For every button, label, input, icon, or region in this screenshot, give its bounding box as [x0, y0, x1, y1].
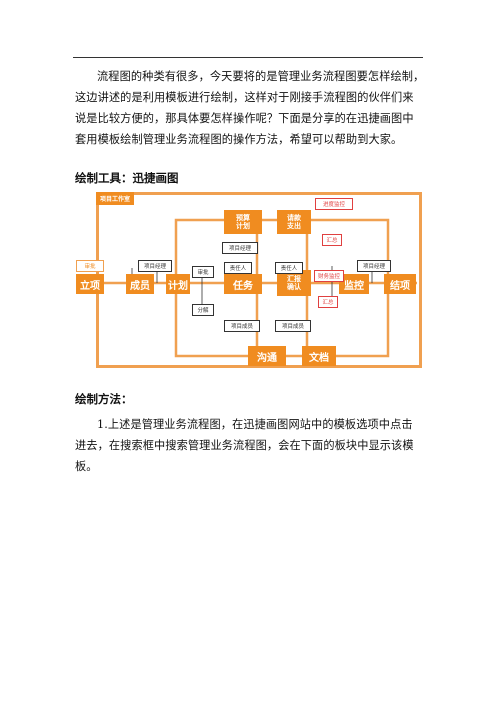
- node-expense: 请款 支出: [277, 210, 311, 234]
- flowchart-image: 项目工作室 立项 成员 计划 任务 汇报 确认 监控 结项 预算 计划 请款 支…: [72, 192, 426, 371]
- tool-heading: 绘制工具：迅捷画图: [75, 171, 179, 185]
- label-approval-2: 审批: [192, 266, 214, 278]
- label-members-2: 项目成员: [275, 320, 311, 332]
- node-start: 立项: [76, 274, 104, 294]
- step1-line-1: 1.上述是管理业务流程图，在迅捷画图网站中的模板选项中点击: [97, 418, 413, 431]
- intro-line-4: 套用模板绘制管理业务流程图的操作方法，希望可以帮助到大家。: [75, 133, 403, 146]
- node-budget: 预算 计划: [224, 210, 262, 234]
- node-report: 汇报 确认: [277, 270, 311, 296]
- frame-tag: 项目工作室: [96, 192, 135, 205]
- step1-line-2: 进去，在搜索框中搜索管理业务流程图，会在下面的板块中显示该模: [75, 439, 414, 452]
- step1-paragraph: 1.上述是管理业务流程图，在迅捷画图网站中的模板选项中点击 进去，在搜索框中搜索…: [75, 414, 425, 477]
- node-plan: 计划: [166, 274, 190, 294]
- header-rule: [73, 57, 423, 58]
- label-split: 分解: [192, 304, 214, 316]
- node-members: 成员: [126, 274, 154, 294]
- node-document: 文档: [302, 346, 336, 366]
- intro-line-2: 这边讲述的是利用模板进行绘制，这样对于刚接手流程图的伙伴们来: [75, 91, 414, 104]
- label-owner-2: 责任人: [275, 262, 303, 274]
- label-members-1: 项目成员: [224, 320, 260, 332]
- label-finance: 财务监控: [314, 270, 344, 282]
- label-owner-1: 责任人: [224, 262, 252, 274]
- label-pm-2: 项目经理: [222, 242, 258, 254]
- label-progress: 进度监控: [315, 198, 353, 210]
- label-pm-1: 项目经理: [138, 260, 172, 272]
- node-task: 任务: [224, 274, 262, 294]
- intro-line-1: 流程图的种类有很多，今天要将的是管理业务流程图要怎样绘制，: [97, 70, 425, 83]
- node-close: 结项: [384, 274, 416, 294]
- label-summary-2: 汇总: [322, 234, 342, 246]
- method-heading: 绘制方法：: [75, 392, 133, 406]
- label-summary-1: 汇总: [318, 296, 338, 308]
- label-pm-3: 项目经理: [357, 260, 391, 272]
- intro-paragraph: 流程图的种类有很多，今天要将的是管理业务流程图要怎样绘制， 这边讲述的是利用模板…: [75, 66, 425, 150]
- node-monitor: 监控: [339, 274, 369, 294]
- node-communicate: 沟通: [248, 346, 286, 366]
- label-approval-1: 审批: [76, 260, 104, 272]
- step1-line-3: 板。: [75, 460, 98, 473]
- intro-line-3: 说是比较方便的，那具体要怎样操作呢？下面是分享的在迅捷画图中: [75, 112, 414, 125]
